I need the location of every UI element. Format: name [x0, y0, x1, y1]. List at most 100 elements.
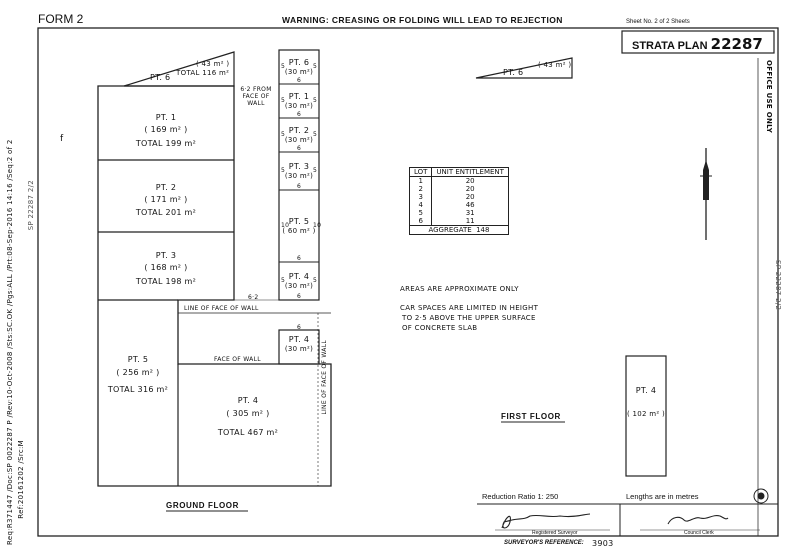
ground-pt4-label: PT. 4 [237, 396, 259, 405]
car-space-label: PT. 1 [288, 92, 310, 101]
aggregate-row: AGGREGATE 148 [409, 225, 509, 235]
car-space-area: ( 60 m² ) [282, 227, 316, 235]
warning-text: WARNING: CREASING OR FOLDING WILL LEAD T… [282, 15, 563, 25]
surveyor-signature [501, 513, 591, 529]
entitlement-cell: 11 [431, 217, 509, 226]
ground-pt6-triangle [123, 51, 235, 87]
aggregate-label: AGGREGATE [428, 226, 472, 234]
lengths-note: Lengths are in metres [626, 492, 699, 501]
line-face-of-wall-label: LINE OF FACE OF WALL [184, 305, 259, 312]
clerk-signature [667, 515, 729, 525]
north-arrow-head [703, 160, 709, 200]
car-space-label: PT. 3 [288, 162, 310, 171]
car-space-side-dim: 5 [313, 63, 318, 70]
document-ref: Ref:20161202 /Src:M [17, 440, 25, 519]
car-space-label: PT. 6 [288, 58, 310, 67]
car-space-area: (30 m²) [284, 136, 314, 144]
ground-pt6-area: ( 43 m² ) [196, 60, 230, 68]
first-pt4-area: ( 102 m² ) [626, 410, 666, 418]
ground-pt4-area: ( 305 m² ) [226, 409, 270, 418]
car-space-side-dim: 5 [281, 63, 286, 70]
car-space-column [278, 49, 320, 301]
note-areas: AREAS ARE APPROXIMATE ONLY [400, 285, 519, 293]
ground-pt4-total: TOTAL 467 m² [217, 428, 279, 437]
ground-pt2-total: TOTAL 201 m² [135, 208, 197, 217]
car-space-side-dim: 5 [313, 131, 318, 138]
entitlement-cell: 20 [431, 176, 509, 185]
car-space-label: PT. 4 [288, 272, 310, 281]
plan-title-text: STRATA PLAN [632, 40, 708, 52]
note-car-1: CAR SPACES ARE LIMITED IN HEIGHT [400, 304, 539, 312]
aggregate-value: 148 [476, 226, 490, 234]
ground-pt1-area: ( 169 m² ) [144, 125, 188, 134]
reduction-ratio: Reduction Ratio 1: 250 [482, 492, 559, 501]
ground-pt1-label: PT. 1 [155, 113, 177, 122]
car-space-label: PT. 2 [288, 126, 310, 135]
plan-number: 22287 [710, 35, 763, 53]
sheet-of: of [659, 19, 665, 25]
car-space-side-dim: 5 [313, 97, 318, 104]
sheet-number: Sheet No. 2 of 2 Sheets [626, 19, 690, 25]
car-space-dim: 6 [296, 111, 302, 118]
car-space-dim: 6 [296, 255, 302, 262]
lot-cell: 5 [408, 209, 433, 217]
lpi-logo [753, 488, 769, 504]
car-space-area: (30 m²) [284, 282, 314, 290]
office-use-label: OFFICE USE ONLY [765, 60, 773, 134]
first-pt6-label: PT. 6 [503, 68, 524, 77]
lot-cell: 4 [408, 201, 433, 209]
car-space-dim: 6 [296, 77, 302, 84]
ground-pt5-area: ( 256 m² ) [116, 368, 160, 377]
lot-cell: 2 [408, 185, 433, 193]
first-pt6-triangle [475, 57, 573, 79]
car-space-side-dim: 5 [313, 277, 318, 284]
side-reference-right: SP 22287 2/2 [774, 260, 782, 311]
first-pt4-box [625, 355, 667, 477]
car-space-side-dim: 5 [313, 167, 318, 174]
sheet-word: Sheets [671, 19, 690, 25]
sheet-total: 2 [666, 19, 670, 25]
car-space-pt4b-area: (30 m²) [284, 345, 314, 353]
car-space-area: (30 m²) [284, 102, 314, 110]
entitlement-cell: 20 [431, 185, 509, 193]
entitlement-cell: 46 [431, 201, 509, 209]
form-label: FORM 2 [38, 12, 84, 26]
car-space-side-dim: 5 [281, 131, 286, 138]
ground-pt3-label: PT. 3 [155, 251, 177, 260]
ground-pt6-total: TOTAL 116 m² [176, 69, 230, 77]
car-space-pt4b-dim: 6 [296, 324, 302, 331]
note-car-2: TO 2·5 ABOVE THE UPPER SURFACE [402, 314, 536, 322]
surveyor-reference: 3903 [592, 539, 614, 548]
ground-pt2-label: PT. 2 [155, 183, 177, 192]
face-of-wall-label: FACE OF WALL [214, 356, 261, 363]
document-stamp: Req:R371447 /Doc:SP 0022287 P /Rev:10-Oc… [6, 139, 14, 545]
face-of-wall-note: 6·2 FROM FACE OF WALL [240, 86, 272, 107]
ground-pt2-area: ( 171 m² ) [144, 195, 188, 204]
plan-title-box [621, 30, 775, 54]
car-space-pt4b-label: PT. 4 [288, 335, 310, 344]
line-face-of-wall-vert-label: LINE OF FACE OF WALL [321, 340, 328, 415]
car-space-area: (30 m²) [284, 172, 314, 180]
side-reference-left: SP 22287 2/2 [27, 180, 35, 231]
car-space-side-dim: 5 [281, 97, 286, 104]
first-floor-title: FIRST FLOOR [501, 412, 561, 421]
ue-header-cell: UNIT ENTITLEMENT [431, 167, 509, 177]
car-space-pt4b [278, 329, 320, 365]
lot-cell: 1 [408, 176, 433, 185]
car-space-area: (30 m²) [284, 68, 314, 76]
car-space-side-dim: 10 [281, 222, 290, 229]
registered-surveyor-label: Registered Surveyor [532, 530, 578, 536]
entitlement-cell: 31 [431, 209, 509, 217]
lot-cell: 6 [408, 217, 433, 226]
sheet-label: Sheet No. [626, 19, 653, 25]
ground-floor-title: GROUND FLOOR [166, 501, 239, 510]
car-space-dim: 6 [296, 293, 302, 300]
